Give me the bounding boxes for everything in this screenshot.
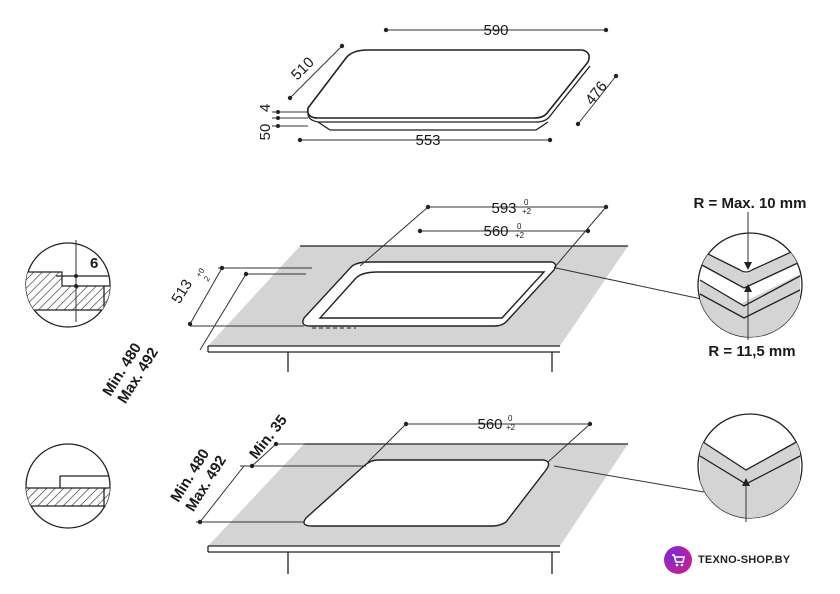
cutout-outer-width-tol-top: 0 bbox=[524, 198, 529, 207]
base-depth-label: 476 bbox=[582, 78, 611, 108]
cutout-width-tol-bottom: +2 bbox=[506, 423, 516, 432]
cutout-outer-depth-label: 513 bbox=[168, 276, 196, 306]
flush-install-view: 593 0 +2 560 0 +2 513 +0 2 Min. 480 Max.… bbox=[99, 198, 707, 407]
standard-install-view: 560 0 +2 Min. 35 Min. 480 Max. 492 bbox=[167, 412, 705, 574]
corner-inner-label: R = 11,5 mm bbox=[708, 343, 795, 360]
total-height-label: 50 bbox=[257, 124, 274, 141]
cutout-width-tol-top: 0 bbox=[508, 414, 513, 423]
site-watermark: TEXNO-SHOP.BY bbox=[664, 546, 790, 574]
cutout-width-label: 560 bbox=[477, 416, 502, 433]
watermark-text: TEXNO-SHOP.BY bbox=[698, 554, 791, 566]
min-wall-label: Min. 35 bbox=[246, 412, 291, 463]
cutout-inner-width-label: 560 bbox=[483, 223, 508, 240]
depth-label: 510 bbox=[288, 54, 318, 84]
cart-icon bbox=[664, 546, 692, 574]
hob-top-view: 590 510 4 50 553 476 bbox=[257, 22, 619, 149]
cutout-inner-width-tol-bottom: +2 bbox=[515, 231, 525, 240]
base-width-label: 553 bbox=[415, 132, 440, 149]
recess-detail: 6 bbox=[25, 240, 111, 328]
cutout-outer-depth-tol-bottom: 2 bbox=[202, 274, 212, 283]
corner-outer-label: R = Max. 10 mm bbox=[694, 195, 807, 212]
surface-mount-detail bbox=[25, 443, 111, 529]
width-label: 590 bbox=[483, 22, 508, 39]
corner-radius-detail: R = Max. 10 mm R = 11,5 mm bbox=[694, 195, 807, 360]
glass-thickness-label: 4 bbox=[257, 104, 274, 112]
cutout-inner-width-tol-top: 0 bbox=[517, 222, 522, 231]
cutout-outer-width-tol-bottom: +2 bbox=[522, 207, 532, 216]
corner-detail bbox=[697, 413, 803, 522]
recess-depth-label: 6 bbox=[90, 255, 98, 272]
cutout-outer-width-label: 593 bbox=[491, 200, 516, 217]
